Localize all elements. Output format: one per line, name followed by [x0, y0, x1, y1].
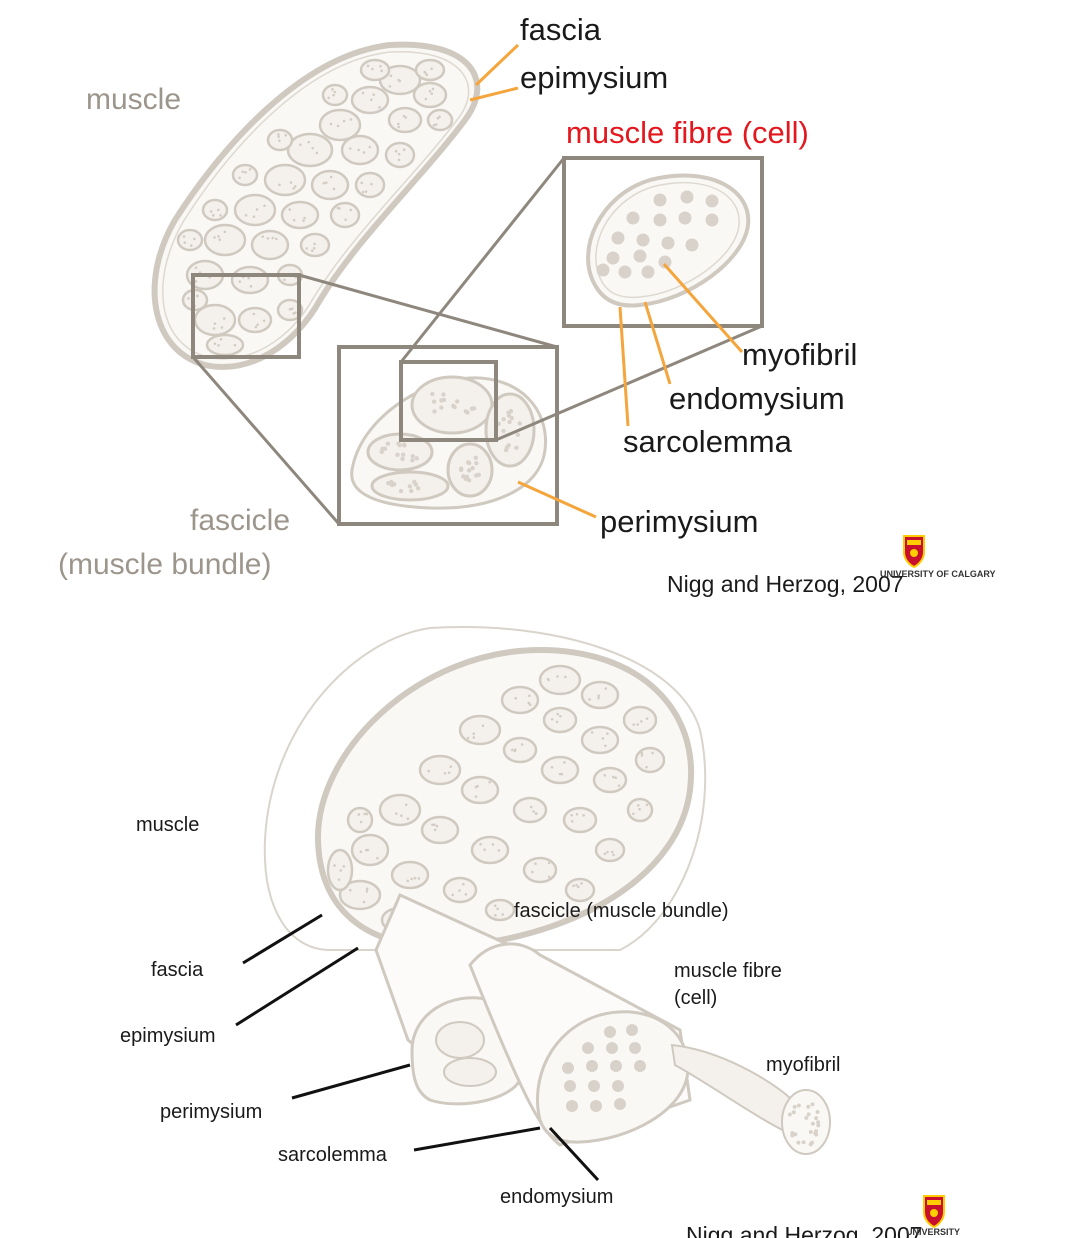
fibre-zoom-frame	[399, 360, 498, 442]
bottom-diagram	[235, 626, 831, 1182]
fascicle-label-bottom: fascicle (muscle bundle)	[514, 900, 729, 922]
fascicle-label: fascicle	[190, 504, 291, 537]
muscle-fascicle-pattern	[176, 58, 454, 357]
muscle-fibre-sublabel-bottom: (cell)	[674, 987, 718, 1009]
epimysium-label-bottom: epimysium	[120, 1025, 216, 1047]
leader-lines	[469, 43, 744, 519]
epimysium-label: epimysium	[520, 60, 669, 95]
university-crest-icon	[903, 535, 925, 568]
endomysium-label-bottom: endomysium	[500, 1186, 614, 1208]
leader-lines-bottom	[235, 913, 600, 1182]
citation-bottom: Nigg and Herzog, 2007	[686, 1224, 923, 1238]
myofibril-label-bottom: myofibril	[766, 1054, 841, 1076]
myofibril-label: myofibril	[742, 337, 858, 372]
muscle-fibre-label: muscle fibre (cell)	[566, 115, 809, 150]
bottom-panel: muscle fascicle (muscle bundle) muscle f…	[0, 620, 1078, 1238]
perimysium-label-bottom: perimysium	[160, 1101, 263, 1123]
fascia-label-bottom: fascia	[151, 959, 204, 981]
muscle-fibre-label-bottom: muscle fibre	[674, 960, 782, 982]
endomysium-label: endomysium	[669, 381, 845, 416]
university-crest-icon-bottom	[923, 1195, 945, 1228]
sarcolemma-label: sarcolemma	[623, 424, 792, 459]
muscle-fibre-detail	[586, 173, 751, 308]
muscle-cross-section	[151, 41, 481, 370]
top-panel: muscle fascia epimysium muscle fibre (ce…	[58, 12, 996, 597]
muscle-front-face	[314, 646, 695, 950]
citation: Nigg and Herzog, 2007	[667, 571, 904, 597]
muscle-label: muscle	[86, 83, 182, 116]
fascia-label: fascia	[520, 12, 601, 47]
top-diagram	[151, 41, 764, 526]
sarcolemma-label-bottom: sarcolemma	[278, 1144, 387, 1166]
fascicle-sublabel: (muscle bundle)	[58, 548, 272, 581]
muscle-label-bottom: muscle	[136, 814, 200, 836]
university-logo-text-bottom: UNIVERSITY	[906, 1227, 961, 1237]
university-logo-text: UNIVERSITY OF CALGARY	[880, 569, 996, 579]
perimysium-label: perimysium	[600, 504, 759, 539]
muscle-zoom-frame	[191, 273, 301, 359]
